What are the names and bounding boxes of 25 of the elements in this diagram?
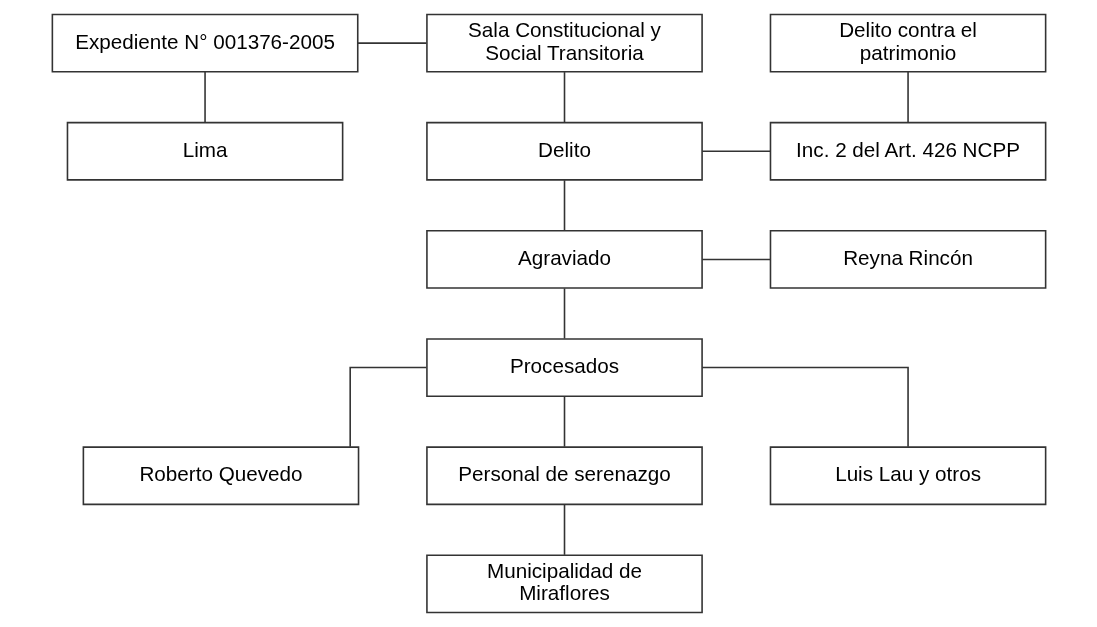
connector <box>700 366 909 448</box>
node-box: Personal de serenazgo <box>425 446 703 506</box>
node-box: Sala Constitucional y Social Transitoria <box>425 13 703 73</box>
node-box: Delito contra el patrimonio <box>769 13 1046 73</box>
node-box: Luis Lau y otros <box>769 446 1046 506</box>
node-box: Inc. 2 del Art. 426 NCPP <box>769 121 1046 181</box>
connector <box>906 71 909 123</box>
connector <box>563 179 565 232</box>
node-box: Reyna Rincón <box>769 230 1046 289</box>
connector <box>700 258 771 261</box>
node-box: Agraviado <box>425 230 703 289</box>
connector <box>563 503 565 556</box>
connector <box>700 150 771 153</box>
node-box: Municipalidad de Miraflores <box>425 554 703 614</box>
node-box: Expediente N° 001376-2005 <box>51 13 359 73</box>
node-box: Procesados <box>425 338 703 397</box>
node-box: Lima <box>66 121 343 181</box>
connector <box>203 71 206 123</box>
connector <box>563 71 565 123</box>
node-box: Delito <box>425 121 703 181</box>
connector <box>348 366 427 448</box>
connector <box>563 287 565 340</box>
connector <box>563 395 565 448</box>
connector <box>356 42 427 44</box>
node-box: Roberto Quevedo <box>82 446 359 506</box>
